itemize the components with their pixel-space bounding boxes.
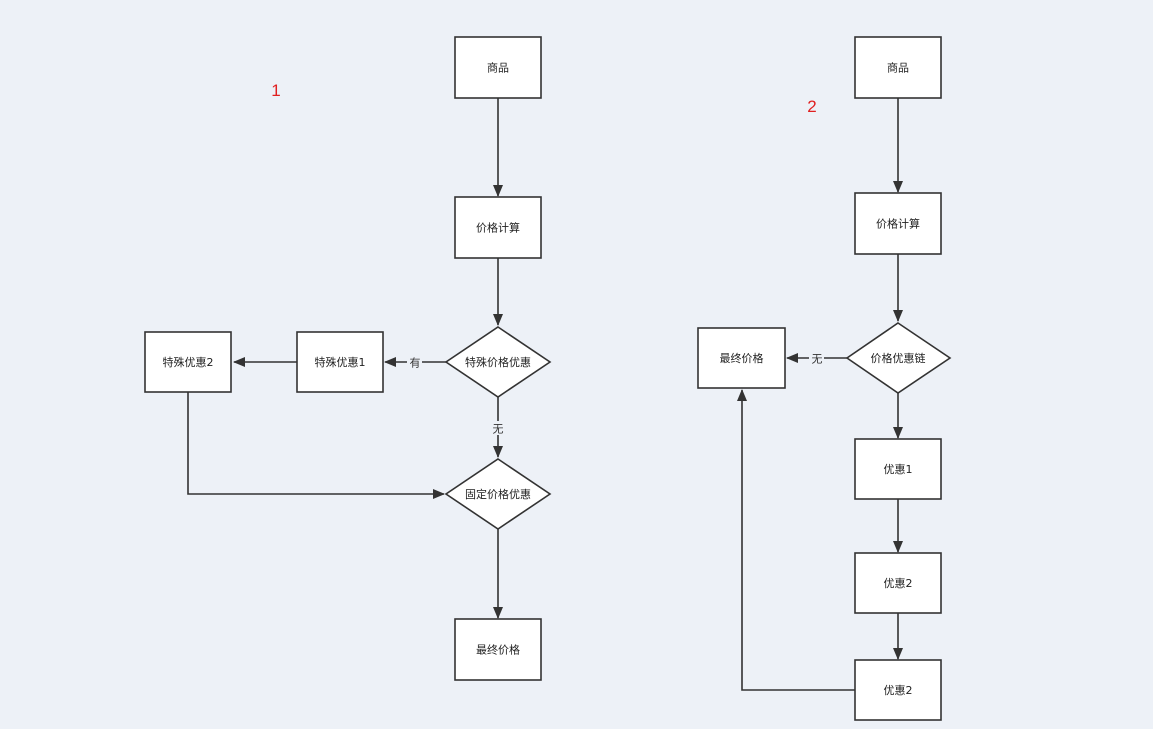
- node-discount2b-label: 优惠2: [884, 683, 913, 697]
- node-special1-label: 特殊优惠1: [315, 355, 366, 369]
- node-special1: 特殊优惠1: [296, 331, 384, 393]
- node-chain-decision: 价格优惠链: [845, 322, 952, 394]
- node-chain-decision-label: 价格优惠链: [871, 351, 926, 365]
- edge-label-none-bg-2: [809, 351, 824, 365]
- node-product-1-label: 商品: [487, 61, 509, 75]
- edge-label-has: 有: [410, 356, 421, 370]
- node-special2-label: 特殊优惠2: [163, 355, 214, 369]
- node-price-calc-1: 价格计算: [454, 196, 542, 259]
- flowchart-1: 1 有 无 商品 价格计算 特殊价格优惠 特殊优惠1: [144, 36, 552, 681]
- node-final-price-1-label: 最终价格: [476, 643, 520, 657]
- edge-label-none-1: 无: [493, 423, 504, 436]
- node-special2: 特殊优惠2: [144, 331, 232, 393]
- node-discount2a-label: 优惠2: [884, 576, 913, 590]
- edge-label-none-2: 无: [812, 353, 823, 366]
- node-special-decision: 特殊价格优惠: [444, 326, 552, 398]
- node-discount2b: 优惠2: [854, 659, 942, 721]
- node-fixed-decision: 固定价格优惠: [444, 458, 552, 530]
- edge-label-none-bg-1: [490, 421, 506, 435]
- section-number-1: 1: [271, 81, 280, 100]
- edge-label-has-bg: [407, 355, 422, 369]
- node-discount2a: 优惠2: [854, 552, 942, 614]
- edge-discount2b-to-final-price: [737, 389, 855, 691]
- node-final-price-1: 最终价格: [454, 618, 542, 681]
- node-discount1: 优惠1: [854, 438, 942, 500]
- node-fixed-decision-label: 固定价格优惠: [465, 487, 531, 501]
- node-product-1: 商品: [454, 36, 542, 99]
- node-product-2-label: 商品: [887, 61, 909, 75]
- node-discount1-label: 优惠1: [884, 462, 913, 476]
- flowchart-2: 2 无 商品 价格计算 价格优惠链 最终价格 优惠1: [697, 36, 952, 721]
- node-price-calc-2-label: 价格计算: [876, 217, 920, 231]
- edge-special2-to-fixed-decision: [187, 392, 445, 499]
- node-price-calc-2: 价格计算: [854, 192, 942, 255]
- node-special-decision-label: 特殊价格优惠: [465, 355, 531, 369]
- section-number-2: 2: [807, 97, 816, 116]
- node-final-price-2: 最终价格: [697, 327, 786, 389]
- node-product-2: 商品: [854, 36, 942, 99]
- node-final-price-2-label: 最终价格: [720, 351, 764, 365]
- node-price-calc-1-label: 价格计算: [476, 221, 520, 235]
